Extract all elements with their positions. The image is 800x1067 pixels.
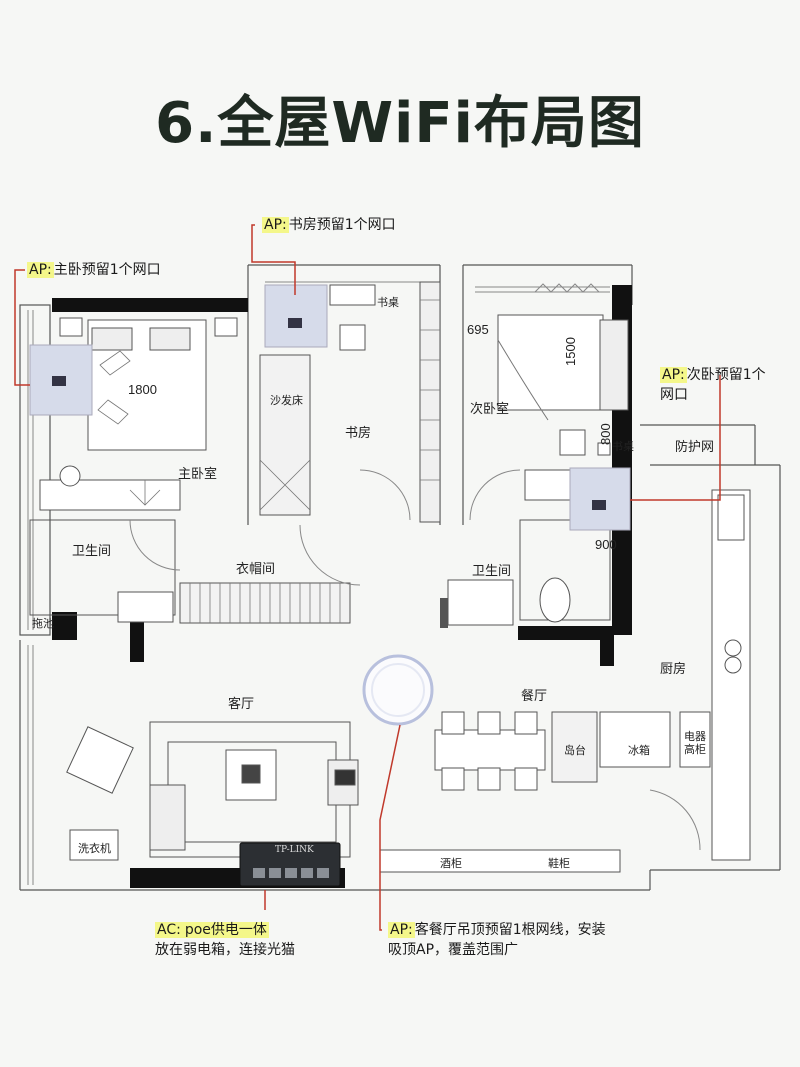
page-title: 6.全屋WiFi布局图 <box>155 91 645 156</box>
annotation-text: 客餐厅吊顶预留1根网线，安装 <box>414 922 606 938</box>
room-label-island: 岛台 <box>564 744 586 757</box>
room-label-net: 防护网 <box>675 440 715 455</box>
ap-panels <box>29 284 631 887</box>
room-label-bath2: 卫生间 <box>472 564 512 579</box>
switch-brand: TP-LINK <box>275 845 314 855</box>
room-label-sofabed: 沙发床 <box>270 394 303 407</box>
annotation-tag: AP: <box>660 367 687 383</box>
dimension-900: 900 <box>595 537 617 552</box>
room-label-mop: 拖池 <box>32 617 54 630</box>
room-label-kitchen: 厨房 <box>660 662 687 677</box>
dimension-1500: 1500 <box>563 337 578 366</box>
ap-ceiling <box>362 654 434 726</box>
annotation-tag: AP: <box>388 922 415 938</box>
dimension-bed-master: 1800 <box>128 382 157 397</box>
room-label-closet: 衣帽间 <box>236 562 276 577</box>
annotation-text: 书房预留1个网口 <box>288 217 396 233</box>
room-label-washer: 洗衣机 <box>78 842 111 855</box>
room-label-living: 客厅 <box>228 697 255 712</box>
annotation-tag: AP: <box>262 217 289 233</box>
dimension-695: 695 <box>467 322 489 337</box>
wall <box>52 298 248 312</box>
annotation-text-line2: 吸顶AP，覆盖范围广 <box>388 942 519 958</box>
room-label-master: 主卧室 <box>178 467 218 482</box>
ap-study-panel <box>264 284 328 348</box>
dimension-800: 800 <box>598 423 613 445</box>
annotation-ap-master: AP:主卧预留1个网口 <box>27 260 161 280</box>
ap-second-panel <box>569 467 631 531</box>
room-label-shelf1: 酒柜 <box>440 857 462 870</box>
room-label-bath1: 卫生间 <box>72 544 112 559</box>
annotation-text: 主卧预留1个网口 <box>53 262 161 278</box>
room-label-dining: 餐厅 <box>521 689 548 704</box>
room-label-shelf2: 鞋柜 <box>548 857 570 870</box>
room-label-second-desk: 书桌 <box>612 440 634 453</box>
annotation-text: poe供电一体 <box>182 922 269 938</box>
annotation-text-line2: 网口 <box>660 387 688 403</box>
annotation-ap-second: AP:次卧预留1个 网口 <box>660 365 766 405</box>
room-label-cabinet: 电器高柜 <box>684 730 706 756</box>
annotation-tag: AC: <box>155 922 183 938</box>
room-label-second: 次卧室 <box>470 402 510 417</box>
room-label-desk: 书桌 <box>377 296 399 309</box>
annotation-ap-study: AP:书房预留1个网口 <box>262 215 396 235</box>
annotation-tag: AP: <box>27 262 54 278</box>
annotation-text-line2: 放在弱电箱，连接光猫 <box>155 942 295 958</box>
annotation-ap-living: AP:客餐厅吊顶预留1根网线，安装 吸顶AP，覆盖范围广 <box>388 920 606 960</box>
annotation-ac: AC:poe供电一体 放在弱电箱，连接光猫 <box>155 920 295 960</box>
room-label-fridge: 冰箱 <box>628 744 650 757</box>
room-label-study: 书房 <box>345 426 372 441</box>
annotation-text: 次卧预留1个 <box>686 367 766 383</box>
